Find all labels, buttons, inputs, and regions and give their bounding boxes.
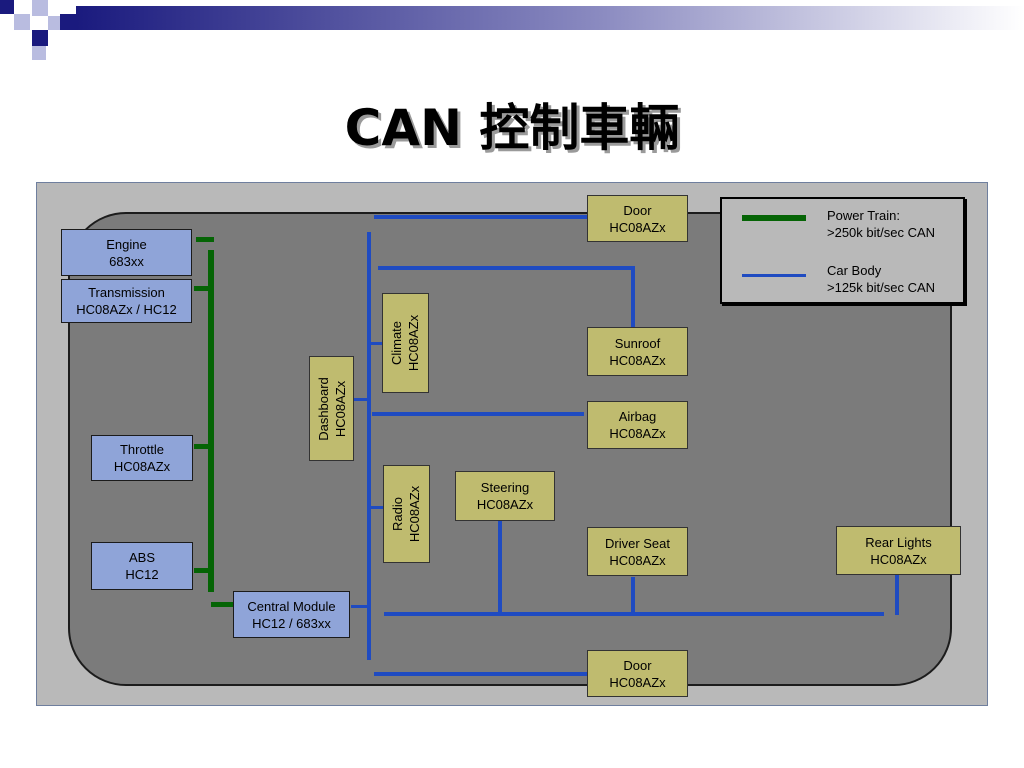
legend-power-train-line2: >250k bit/sec CAN [827, 225, 936, 240]
car-body-line-driver-seat-v [631, 577, 635, 615]
node-central-module-chip: HC12 / 683xx [252, 615, 331, 631]
node-transmission-name: Transmission [88, 285, 165, 300]
deco-square [0, 0, 14, 14]
car-body-stub-radio [369, 506, 383, 509]
car-body-stub-central [351, 605, 369, 608]
car-body-line-sunroof-v [631, 266, 635, 328]
node-central-module: Central Module HC12 / 683xx [233, 591, 350, 638]
title-bar-gradient [76, 6, 1024, 30]
node-driver-seat-chip: HC08AZx [609, 552, 666, 568]
node-throttle-chip: HC08AZx [113, 459, 171, 474]
node-engine-name: Engine [106, 236, 147, 252]
legend-label-power-train: Power Train: >250k bit/sec CAN [827, 207, 935, 241]
power-train-stub-transmission [194, 286, 212, 291]
node-door-bottom-name: Door [623, 657, 652, 673]
node-radio-name: Radio [390, 497, 406, 531]
node-climate-name: Climate [389, 320, 405, 366]
node-steering-chip: HC08AZx [476, 497, 534, 512]
node-rear-lights-name: Rear Lights [865, 534, 932, 550]
node-door-bottom: Door HC08AZx [587, 650, 688, 697]
node-abs-chip: HC12 [125, 567, 159, 582]
node-door-bottom-chip: HC08AZx [609, 674, 666, 690]
power-train-stub-central [211, 602, 233, 607]
car-body-line-door-top [374, 215, 588, 219]
legend-swatch-power-train [742, 215, 806, 221]
node-airbag: Airbag HC08AZx [587, 401, 688, 449]
deco-square [48, 16, 60, 30]
deco-square [14, 14, 30, 30]
power-train-stub-abs [194, 568, 212, 573]
legend-power-train-line1: Power Train: [827, 208, 900, 223]
node-steering: Steering HC08AZx [455, 471, 555, 521]
node-sunroof-chip: HC08AZx [609, 352, 666, 368]
node-door-top-chip: HC08AZx [609, 219, 666, 235]
car-body-line-door-bottom [374, 672, 588, 676]
node-sunroof: Sunroof HC08AZx [587, 327, 688, 376]
node-transmission: Transmission HC08AZx / HC12 [61, 279, 192, 323]
deco-square [32, 30, 48, 46]
legend-car-body-line2: >125k bit/sec CAN [827, 280, 936, 295]
node-throttle: Throttle HC08AZx [91, 435, 193, 481]
legend-car-body-line1: Car Body [827, 263, 882, 278]
deco-square [32, 0, 48, 16]
node-abs: ABS HC12 [91, 542, 193, 590]
node-engine: Engine 683xx [61, 229, 192, 276]
car-body-line-rear-lights-v [895, 575, 899, 615]
node-steering-name: Steering [480, 480, 530, 495]
legend-label-car-body: Car Body >125k bit/sec CAN [827, 262, 935, 296]
car-body-stub-dashboard [354, 398, 369, 401]
legend: Power Train: >250k bit/sec CAN Car Body … [720, 197, 965, 304]
car-body-line-sunroof-h [378, 266, 634, 270]
car-body-stub-climate [369, 342, 383, 345]
car-body-line-steering-v [498, 521, 502, 615]
deco-square [32, 46, 46, 60]
node-driver-seat-name: Driver Seat [604, 535, 671, 551]
legend-swatch-car-body [742, 274, 806, 277]
node-dashboard-chip: HC08AZx [332, 380, 348, 437]
node-airbag-chip: HC08AZx [609, 426, 666, 441]
node-dashboard: Dashboard HC08AZx [309, 356, 354, 461]
node-central-module-name: Central Module [247, 598, 336, 614]
node-throttle-name: Throttle [119, 442, 165, 457]
node-sunroof-name: Sunroof [614, 335, 661, 351]
node-driver-seat: Driver Seat HC08AZx [587, 527, 688, 576]
node-abs-name: ABS [128, 550, 155, 565]
node-airbag-name: Airbag [618, 409, 657, 424]
node-transmission-chip: HC08AZx / HC12 [76, 302, 177, 317]
node-door-top-name: Door [623, 202, 652, 218]
deco-square [60, 14, 76, 30]
car-body-bus-trunk [367, 232, 371, 660]
node-climate-chip: HC08AZx [406, 314, 422, 372]
deco-square [48, 0, 62, 14]
node-climate: Climate HC08AZx [382, 293, 429, 393]
node-engine-chip: 683xx [109, 253, 144, 269]
power-train-bus-trunk [208, 250, 214, 592]
node-dashboard-name: Dashboard [315, 376, 331, 441]
node-rear-lights-chip: HC08AZx [870, 551, 927, 567]
node-door-top: Door HC08AZx [587, 195, 688, 242]
node-radio: Radio HC08AZx [383, 465, 430, 563]
node-radio-chip: HC08AZx [407, 485, 423, 543]
title-bar-decoration [0, 0, 1024, 60]
power-train-stub-throttle [194, 444, 212, 449]
power-train-stub-engine [196, 237, 214, 242]
car-body-line-airbag [372, 412, 584, 416]
page-title: CAN 控制車輛 [344, 99, 680, 157]
node-rear-lights: Rear Lights HC08AZx [836, 526, 961, 575]
